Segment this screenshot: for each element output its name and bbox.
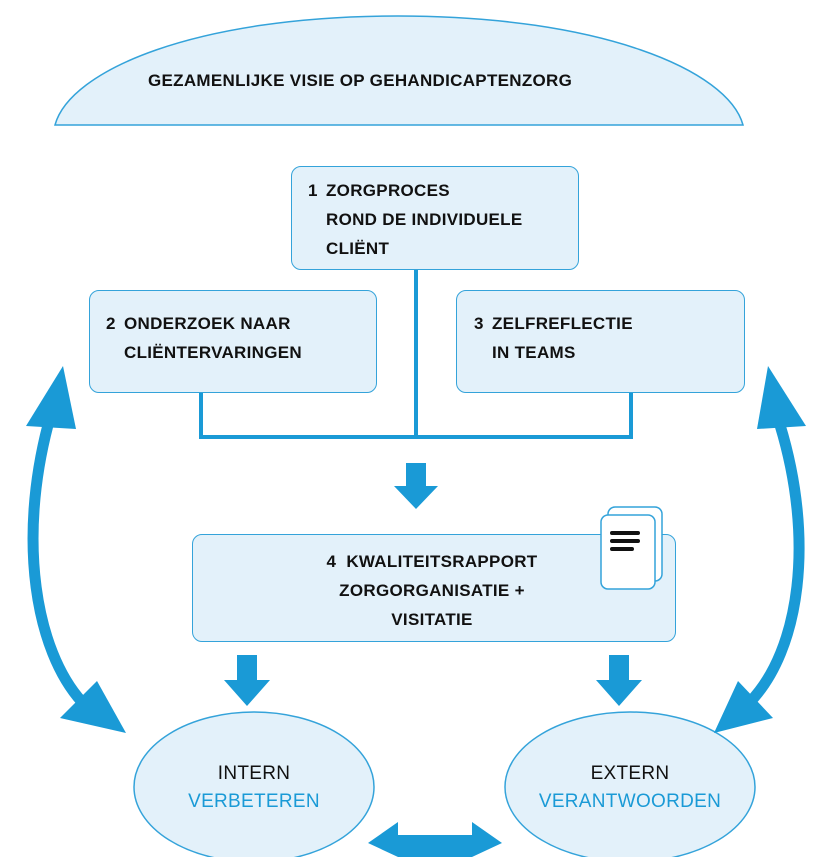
left-arrow-head-top [26,366,76,429]
step-3-label: 3 ZELFREFLECTIE IN TEAMS [474,309,633,367]
left-arrow-head-bottom [60,681,126,733]
vision-dome [54,15,744,126]
step-1-number: 1 [308,181,318,200]
vision-label: GEZAMENLIJKE VISIE OP GEHANDICAPTENZORG [148,71,573,90]
step-3-box [456,290,745,393]
feedback-arrows [26,366,806,733]
connector-lines [199,268,633,439]
step-4-line-3: VISITATIE [391,610,473,629]
step-3-number: 3 [474,314,484,333]
step-2-number: 2 [106,314,116,333]
extern-ellipse [504,711,756,857]
step-1-line-2: ROND DE INDIVIDUELE [326,210,523,229]
step-4-line-2: ZORGORGANISATIE + [339,581,525,600]
step-2-line-2: CLIËNTERVARINGEN [124,343,302,362]
intern-ellipse [133,711,375,857]
step-4-line-1: KWALITEITSRAPPORT [346,552,538,571]
arrow-down-to-report [394,463,438,509]
step-4-label: 4 KWALITEITSRAPPORT ZORGORGANISATIE + VI… [292,547,572,634]
horizontal-double-arrow [368,822,502,857]
intern-subtitle: VERBETEREN [188,791,320,812]
extern-subtitle: VERANTWOORDEN [538,791,722,812]
arrow-down-to-extern [596,655,642,706]
right-curved-arrow-shaft [745,423,805,706]
step-3-line-2: IN TEAMS [492,343,576,362]
step-2-label: 2 ONDERZOEK NAAR CLIËNTERVARINGEN [106,309,302,367]
step-2-box [89,290,377,393]
right-arrow-head-bottom [714,681,773,733]
step-1-line-1: ZORGPROCES [326,181,450,200]
step-1-box [291,166,579,270]
right-arrow-head-top [757,366,806,429]
intern-label: INTERN VERBETEREN [164,760,344,816]
intern-title: INTERN [217,763,291,784]
step-4-number: 4 [326,552,337,571]
step-1-label: 1 ZORGPROCES ROND DE INDIVIDUELE CLIËNT [308,176,523,263]
left-curved-arrow-shaft [27,423,87,706]
extern-title: EXTERN [590,763,670,784]
arrow-down-to-intern [224,655,270,706]
extern-label: EXTERN VERANTWOORDEN [530,760,730,816]
down-arrows [224,463,642,706]
step-3-line-1: ZELFREFLECTIE [492,314,633,333]
document-icon [600,506,663,590]
step-2-line-1: ONDERZOEK NAAR [124,314,291,333]
step-1-line-3: CLIËNT [326,239,390,258]
step-4-box [192,534,676,642]
